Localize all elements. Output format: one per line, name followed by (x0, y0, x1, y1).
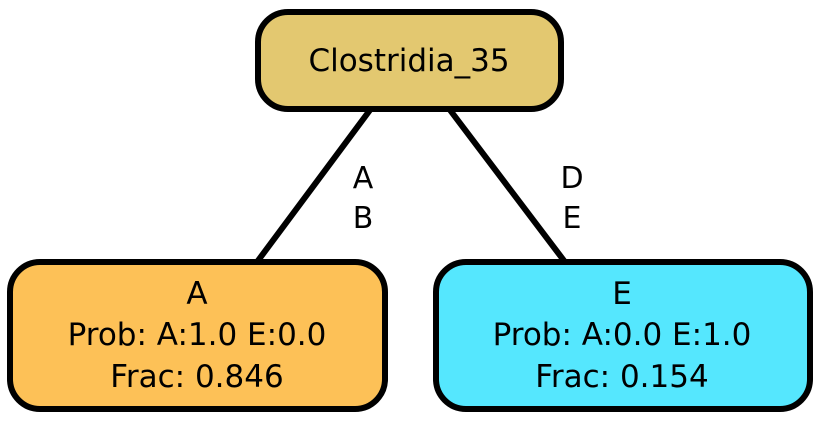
edge-right-label-line1: D (560, 161, 583, 196)
root-node: Clostridia_35 (255, 9, 564, 112)
right-leaf-prob: Prob: A:0.0 E:1.0 (493, 317, 752, 353)
edge-left-label-line2: B (353, 201, 374, 236)
root-node-box (255, 9, 564, 112)
edge-left-label-line1: A (353, 161, 374, 196)
right-leaf-box (433, 259, 813, 412)
right-leaf-title: E (612, 276, 632, 312)
edge-right-label-line2: E (563, 201, 582, 236)
left-leaf-node: A Prob: A:1.0 E:0.0 Frac: 0.846 (7, 259, 388, 412)
edge-root-to-right (447, 107, 568, 265)
edge-root-to-left (254, 107, 373, 265)
right-leaf-frac: Frac: 0.154 (535, 359, 708, 395)
right-leaf-node: E Prob: A:0.0 E:1.0 Frac: 0.154 (433, 259, 813, 412)
root-node-label: Clostridia_35 (308, 43, 509, 79)
left-leaf-title: A (186, 276, 207, 312)
left-leaf-frac: Frac: 0.846 (110, 359, 283, 395)
left-leaf-prob: Prob: A:1.0 E:0.0 (68, 317, 327, 353)
left-leaf-box (7, 259, 388, 412)
